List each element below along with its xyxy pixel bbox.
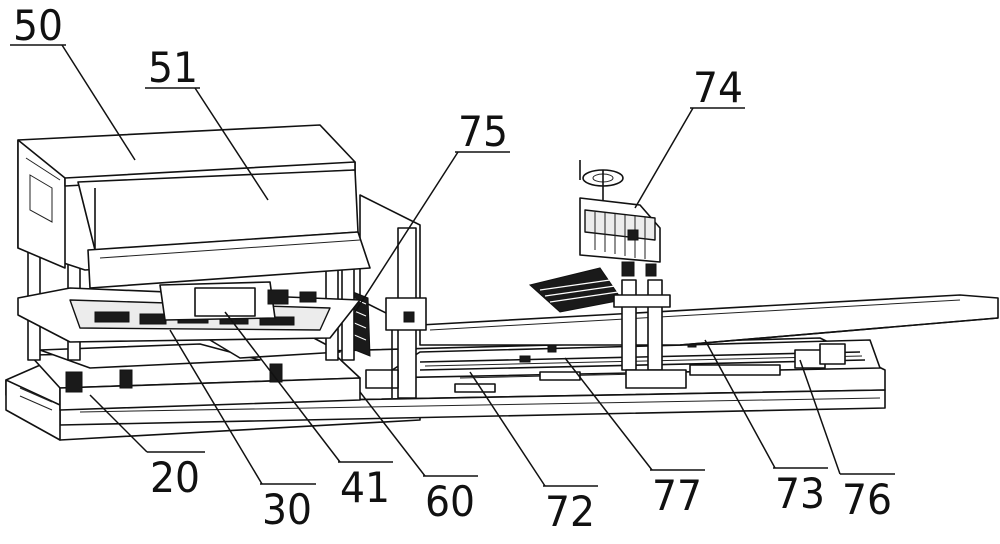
label-41: 41 <box>338 462 393 512</box>
label-51: 51 <box>145 43 200 92</box>
svg-text:30: 30 <box>262 485 312 534</box>
svg-text:41: 41 <box>340 463 390 512</box>
label-73: 73 <box>773 468 828 518</box>
label-60: 60 <box>423 476 478 526</box>
label-74: 74 <box>690 63 745 112</box>
label-77: 77 <box>650 470 705 520</box>
svg-text:73: 73 <box>775 469 825 518</box>
label-30: 30 <box>260 484 316 534</box>
svg-text:75: 75 <box>458 107 508 156</box>
svg-text:20: 20 <box>150 453 200 502</box>
feed-plate <box>420 295 998 345</box>
label-20: 20 <box>147 452 205 502</box>
svg-text:74: 74 <box>693 63 743 112</box>
label-75: 75 <box>455 107 510 156</box>
svg-text:51: 51 <box>148 43 198 92</box>
press-assembly <box>18 125 370 410</box>
label-76: 76 <box>840 474 895 524</box>
label-50: 50 <box>10 1 66 50</box>
svg-text:60: 60 <box>425 477 475 526</box>
svg-text:76: 76 <box>842 475 892 524</box>
svg-text:77: 77 <box>652 471 702 520</box>
label-72: 72 <box>543 486 598 536</box>
svg-text:50: 50 <box>13 1 63 50</box>
svg-text:72: 72 <box>545 487 595 536</box>
